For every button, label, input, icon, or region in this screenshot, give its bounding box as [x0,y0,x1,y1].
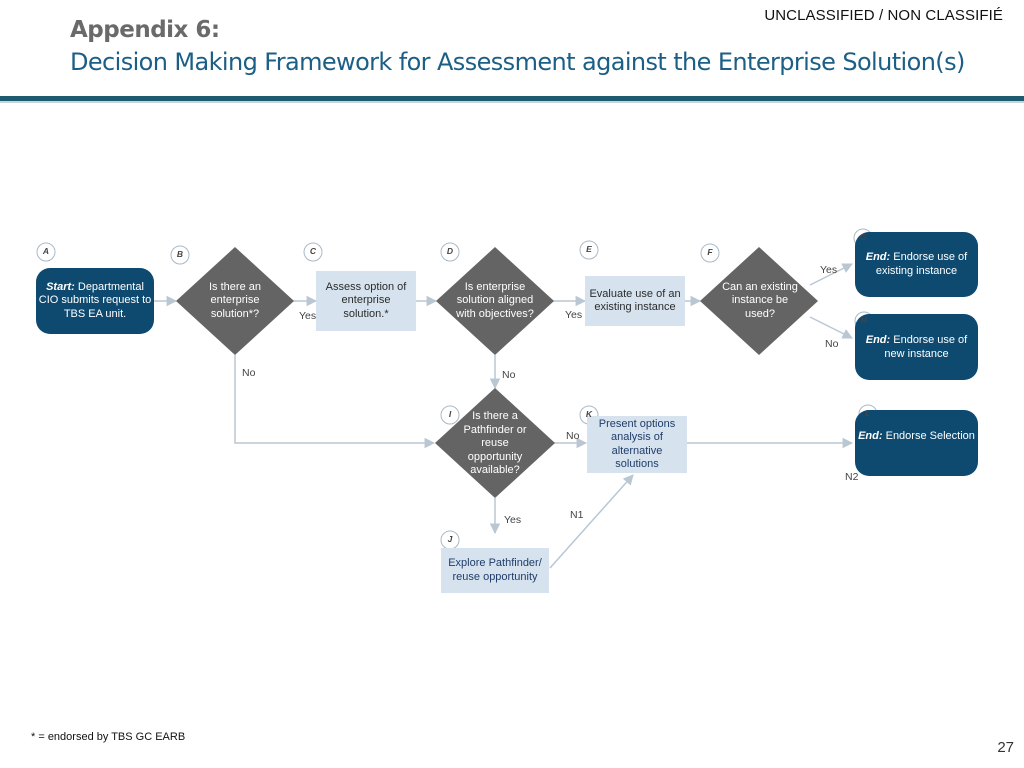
node-k-label: Present options analysis of alternative … [598,417,676,471]
marker-circle-a [36,242,56,262]
marker-d: D [446,246,454,256]
node-j-label: Explore Pathfinder/ reuse opportunity [448,557,542,583]
node-e-shape [585,276,685,326]
marker-k: K [585,409,593,419]
edge-label-f-no: No [825,338,839,350]
edge-label-f-yes: Yes [820,264,838,276]
node-c-shape [316,271,416,331]
node-g-label: Endorse use of existing instance [875,251,968,277]
node-a-label: Departmental CIO submits request to TBS … [38,280,152,320]
node-h-shape [855,314,978,380]
edge-f-h [809,316,853,339]
node-i-shape [435,388,555,498]
marker-circle-d [440,242,460,262]
edge-label-n1: N1 [570,509,584,521]
marker-i: I [448,409,452,419]
page-subtitle: Decision Making Framework for Assessment… [70,48,965,76]
node-b-shape [176,247,294,355]
edge-label-i-no: No [566,430,580,442]
node-h-end: End: Endorse use of new instance [857,314,976,380]
node-j-shape [441,548,549,593]
marker-c: C [309,246,317,256]
edge-b-i [234,355,436,449]
node-f-shape [700,247,818,355]
marker-circle-f [700,243,720,263]
marker-circle-e [579,240,599,260]
node-h-label: Endorse use of new instance [884,334,968,360]
node-l-end: End: Endorse Selection [857,410,976,476]
edge-label-b-yes: Yes [299,310,317,322]
node-i-label: Is there a Pathfinder or reuse opportuni… [463,410,527,477]
header-rule-shadow [0,101,1024,103]
edge-label-d-yes: Yes [565,309,583,321]
page-title: Appendix 6: [70,17,220,43]
node-c-label: Assess option of enterprise solution.* [325,280,407,320]
marker-h: H [860,315,868,325]
node-a-start: Start: Departmental CIO submits request … [38,268,152,334]
node-f-label: Can an existing instance be used? [722,280,798,320]
classification-label: UNCLASSIFIED / NON CLASSIFIÉ [764,7,1003,24]
node-l-prefix: End: [858,430,883,442]
node-k-shape [587,416,687,473]
node-h-prefix: End: [865,334,891,346]
footnote: * = endorsed by TBS GC EARB [31,731,186,743]
node-d-label: Is enterprise solution aligned with obje… [456,280,534,320]
node-e-label: Evaluate use of an existing instance [589,287,681,314]
node-l-shape [855,410,978,476]
node-d-shape [436,247,554,355]
node-b-label: Is there an enterprise solution*? [209,280,261,320]
marker-circle-b [170,245,190,265]
edge-j-k [549,474,634,569]
node-g-end: End: Endorse use of existing instance [857,232,976,297]
marker-l: L [865,408,871,418]
marker-circle-i [440,405,460,425]
node-g-prefix: End: [865,251,891,263]
page-number: 27 [997,739,1014,756]
node-a-prefix: Start: [46,280,75,293]
node-l-label: Endorse Selection [882,430,975,442]
edge-label-i-yes: Yes [504,514,522,526]
marker-j: J [447,534,453,544]
edge-label-b-no: No [242,367,256,379]
node-g-shape [855,232,978,297]
marker-e: E [586,244,592,254]
marker-f: F [707,247,713,257]
header-rule [0,96,1024,101]
marker-g: G [859,232,867,242]
marker-a: A [42,246,50,256]
edge-label-n2: N2 [845,471,859,483]
edge-f-g [809,263,853,286]
edge-label-d-no: No [502,369,516,381]
node-a-shape [36,268,154,334]
marker-b: B [176,249,184,259]
marker-circle-c [303,242,323,262]
